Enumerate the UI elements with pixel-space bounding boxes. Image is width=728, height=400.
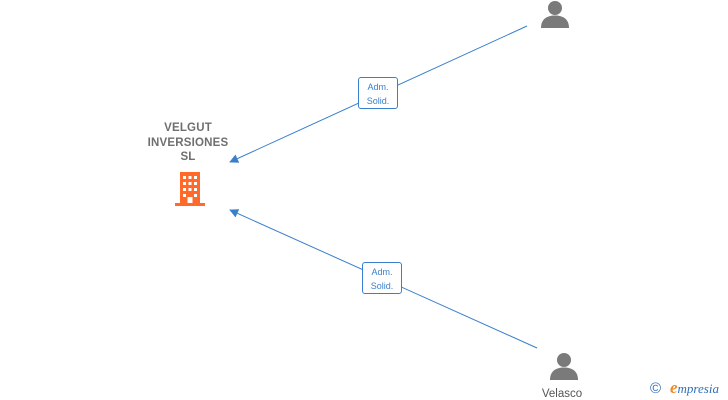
company-name-line-3: SL: [180, 151, 196, 163]
brand-logo-e: e: [670, 378, 678, 397]
person-label-velasco[interactable]: Velasco: [541, 388, 583, 400]
role-line-1: Adm.: [367, 82, 389, 92]
brand-logo-rest: mpresia: [677, 381, 719, 396]
role-box-bottom[interactable]: Adm. Solid.: [362, 262, 402, 294]
person-icon[interactable]: [549, 352, 579, 382]
person-icon[interactable]: [540, 0, 570, 30]
role-line-2: Solid.: [370, 281, 394, 291]
copyright-icon: ©: [650, 380, 662, 397]
role-line-2: Solid.: [366, 96, 390, 106]
company-name-line-1: VELGUT: [164, 122, 212, 134]
brand-logo: empresia: [670, 378, 719, 398]
company-name-line-2: INVERSIONES: [147, 136, 229, 149]
role-box-top[interactable]: Adm. Solid.: [358, 77, 398, 109]
company-name[interactable]: VELGUT INVERSIONES SL: [130, 121, 246, 165]
role-line-1: Adm.: [371, 267, 393, 277]
building-icon[interactable]: [174, 171, 206, 207]
